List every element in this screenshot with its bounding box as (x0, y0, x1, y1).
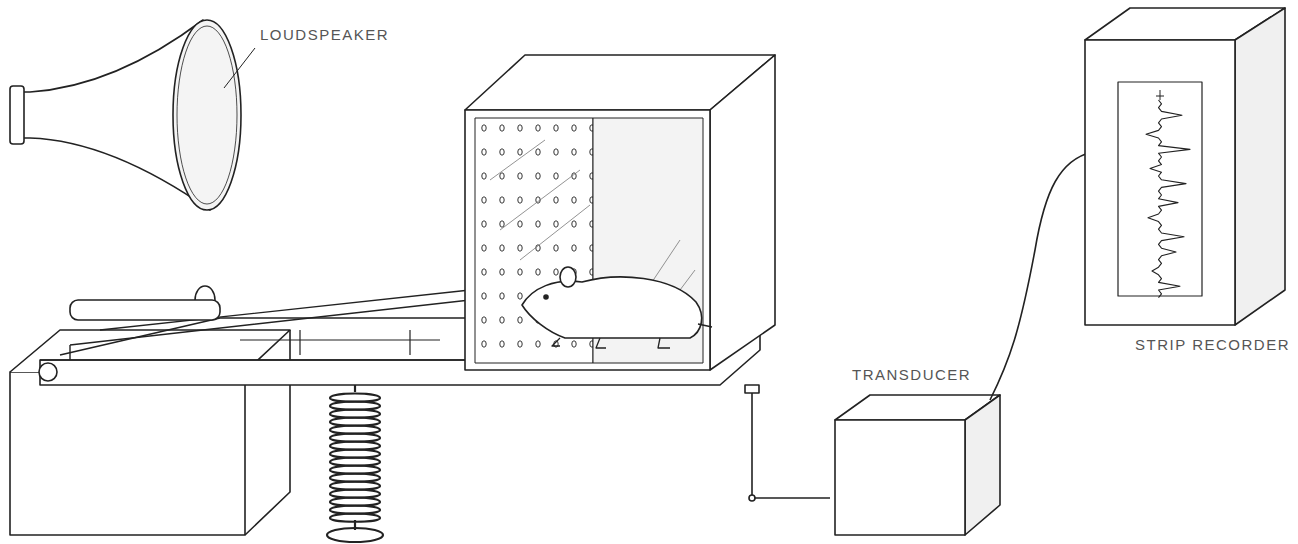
part-label: LOUDSPEAKER (258, 26, 391, 43)
part-label: TRANSDUCER (850, 366, 973, 383)
rat (522, 267, 712, 348)
loudspeaker (10, 20, 241, 210)
cable (990, 152, 1092, 400)
linkage-rod (745, 385, 830, 501)
leader-line (224, 48, 255, 88)
signal-trace (1146, 100, 1190, 298)
cage (465, 55, 775, 370)
part-label: STRIP RECORDER (1133, 336, 1292, 353)
strip-recorder (1085, 8, 1285, 325)
spring (327, 385, 383, 542)
transducer-box (835, 395, 1000, 535)
